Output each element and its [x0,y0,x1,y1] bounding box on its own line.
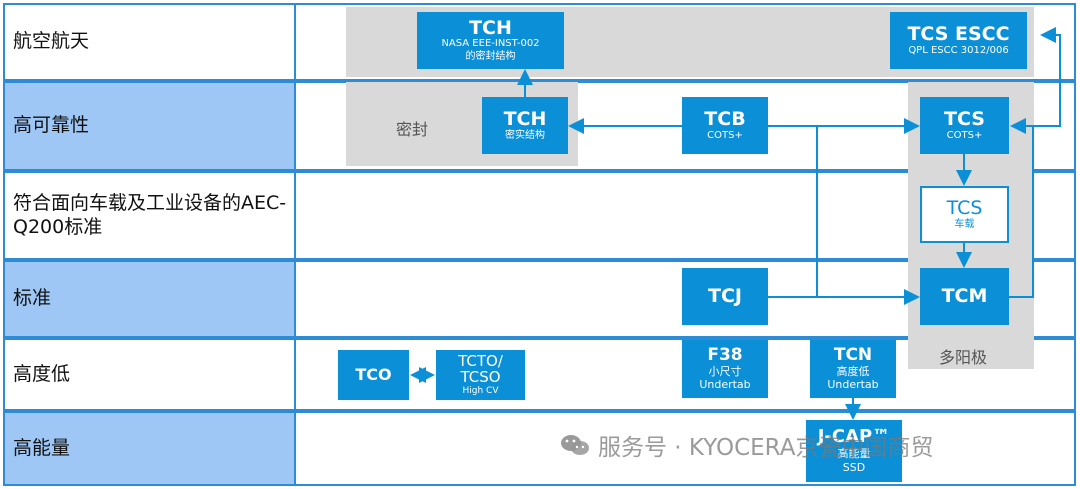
box-tch-nasa-sub2: 的密封结构 [465,50,516,62]
box-f38: F38 小尺寸 Undertab [682,340,768,398]
box-tch-seal-title: TCH [503,107,547,130]
box-tcs-auto: TCS 车载 [920,186,1009,243]
box-tch-seal-sub1: 密实结构 [505,129,545,141]
box-tcb: TCB COTS+ [682,97,768,154]
watermark: 服务号 · KYOCERA京瓷中国商贸 [560,428,933,462]
box-tcs-auto-sub1: 车载 [954,218,975,230]
row-label-aec-q200: 符合面向车载及工业设备的AEC-Q200标准 [3,171,296,260]
row-label-low-profile: 高度低 [3,338,296,411]
box-tcs-escc: TCS ESCC QPL ESCC 3012/006 [890,12,1027,69]
wechat-icon [561,435,589,455]
row-area-high-energy [296,411,1076,486]
box-tcj: TCJ [682,268,768,325]
box-f38-sub1: 小尺寸 [708,364,742,378]
box-tcj-title: TCJ [708,285,742,308]
row-area-aerospace [296,3,1076,81]
seal-label: 密封 [396,120,429,139]
box-jcap-title: J-CAP™ [817,426,891,448]
row-high-energy: 高能量 [3,411,1076,486]
box-tcm: TCM [920,268,1009,325]
watermark-text: 服务号 · KYOCERA京瓷中国商贸 [598,435,934,461]
box-jcap-sub2: SSD [842,460,866,474]
box-f38-title: F38 [707,344,743,365]
box-tcs-escc-title: TCS ESCC [907,22,1010,45]
box-tcb-title: TCB [704,107,746,130]
row-standard: 标准 [3,260,1076,338]
box-tcto-title1: TCTO/ [458,351,503,370]
box-tcto-sub1: High CV [462,385,499,396]
row-area-standard [296,260,1076,338]
row-aerospace: 航空航天 [3,3,1076,81]
box-tch-nasa-title: TCH [469,16,512,39]
row-label-high-energy: 高能量 [3,411,296,486]
box-tco-title: TCO [355,365,392,385]
box-tco: TCO [338,350,409,400]
box-tcs-cots-title: TCS [944,107,985,130]
row-area-aec-q200 [296,171,1076,260]
box-tcn-sub2: Undertab [827,378,879,392]
box-tcn-title: TCN [833,344,873,365]
box-tcm-title: TCM [941,285,988,308]
row-label-standard: 标准 [3,260,296,338]
chart-frame: 航空航天 高可靠性 符合面向车载及工业设备的AEC-Q200标准 标准 高度低 … [3,3,1076,486]
box-tch-seal: TCH 密实结构 [482,97,568,154]
box-jcap: J-CAP™ 高能量 SSD [806,420,902,482]
box-tch-nasa-sub1: NASA EEE-INST-002 [441,38,540,50]
row-area-low-profile [296,338,1076,411]
multi-anode-label: 多阳极 [939,348,988,367]
box-tcs-cots-sub1: COTS+ [946,129,983,141]
box-tcto-title2: TCSO [460,368,501,387]
row-label-aerospace: 航空航天 [3,3,296,81]
box-tcto: TCTO/ TCSO High CV [436,350,525,400]
row-high-reliability: 高可靠性 [3,81,1076,171]
box-tcs-auto-title: TCS [946,196,983,219]
box-tcs-escc-sub1: QPL ESCC 3012/006 [908,44,1009,56]
row-aec-q200: 符合面向车载及工业设备的AEC-Q200标准 [3,171,1076,260]
box-tcs-cots: TCS COTS+ [920,97,1009,154]
box-f38-sub2: Undertab [699,378,751,392]
box-jcap-sub1: 高能量 [837,447,871,461]
row-area-high-reliability [296,81,1076,171]
box-tch-nasa: TCH NASA EEE-INST-002 的密封结构 [417,12,564,69]
box-tcb-sub1: COTS+ [707,129,743,141]
row-low-profile: 高度低 [3,338,1076,411]
box-tcn: TCN 高度低 Undertab [810,340,896,398]
row-label-high-reliability: 高可靠性 [3,81,296,171]
box-tcn-sub1: 高度低 [836,364,870,378]
